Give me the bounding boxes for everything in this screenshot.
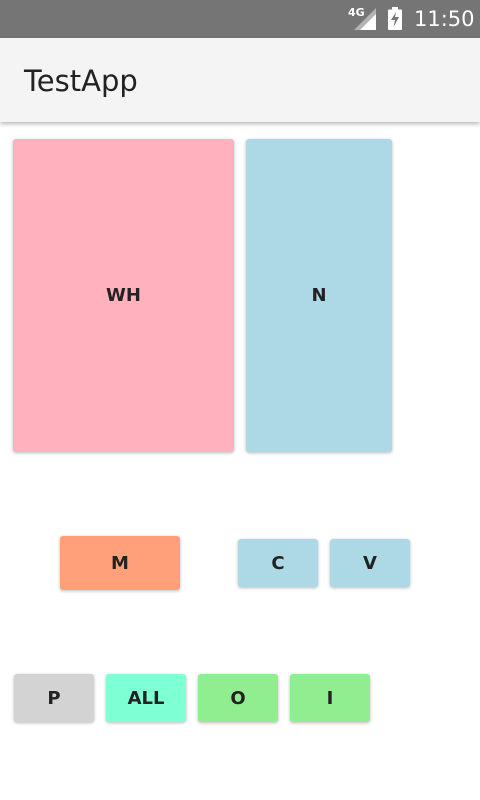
all-button[interactable]: ALL: [106, 674, 186, 722]
o-button[interactable]: O: [198, 674, 278, 722]
status-bar: 4G 11:50: [0, 0, 480, 38]
main-content: WH N M C V P ALL O I: [0, 122, 480, 800]
wh-button[interactable]: WH: [13, 139, 234, 452]
m-button[interactable]: M: [60, 536, 180, 590]
battery-charging-icon: [388, 7, 402, 30]
i-button[interactable]: I: [290, 674, 370, 722]
v-button[interactable]: V: [330, 539, 410, 587]
network-type: 4G: [348, 6, 365, 19]
n-button[interactable]: N: [246, 139, 392, 452]
status-time: 11:50: [414, 7, 475, 31]
c-button[interactable]: C: [238, 539, 318, 587]
p-button[interactable]: P: [14, 674, 94, 722]
signal-icon: [354, 8, 376, 30]
app-title: TestApp: [24, 64, 138, 98]
app-bar: TestApp: [0, 38, 480, 122]
